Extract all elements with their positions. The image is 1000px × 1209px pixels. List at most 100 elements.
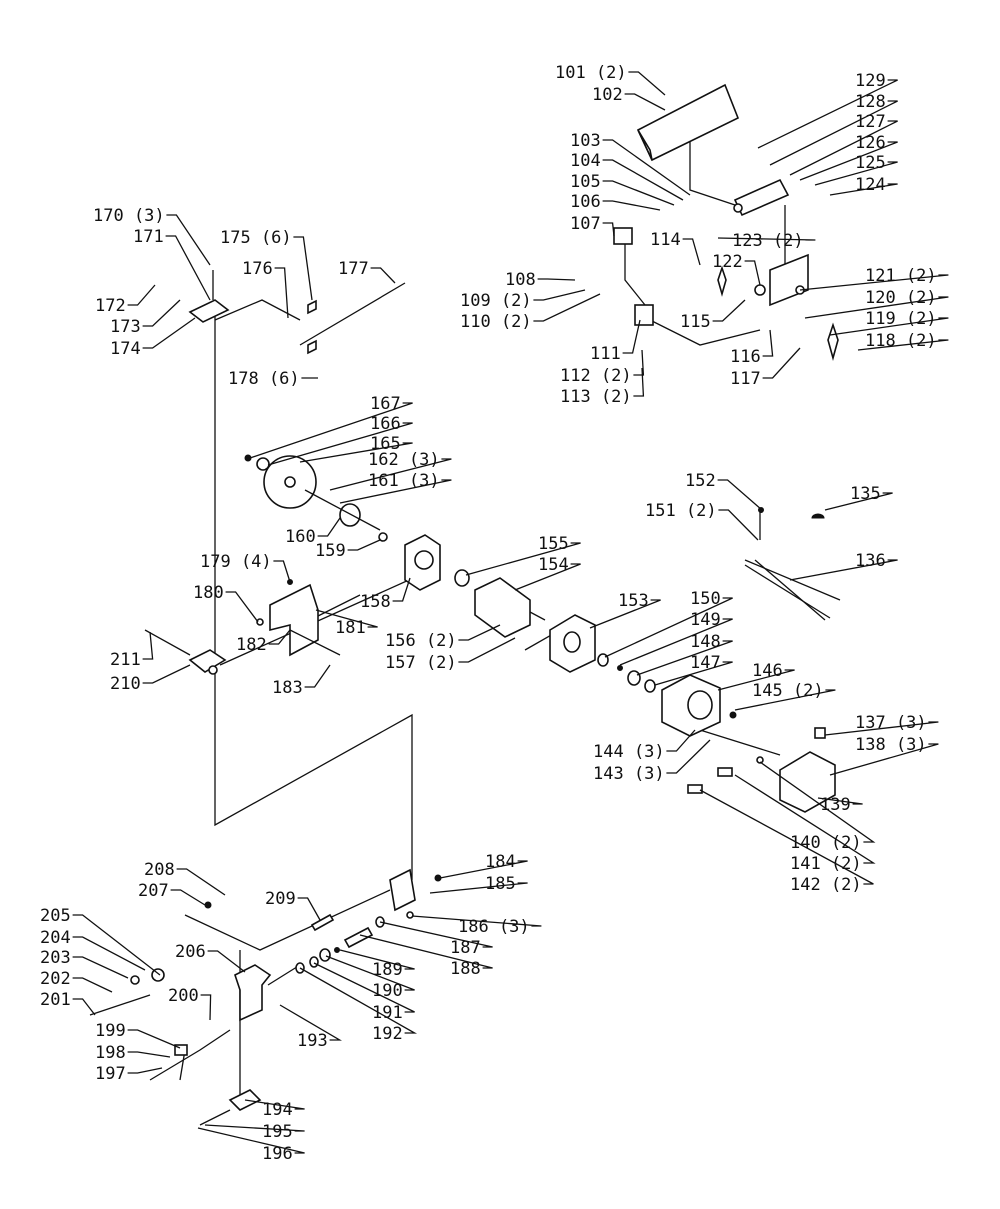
leader-line xyxy=(718,509,759,541)
part-callout: 121 (2) xyxy=(799,266,949,291)
part-label: 195 xyxy=(262,1122,293,1142)
leader-line xyxy=(666,729,696,752)
leader-line xyxy=(299,442,413,463)
leader-line xyxy=(789,559,898,581)
part-callout: 120 (2) xyxy=(804,288,949,319)
leader-line xyxy=(72,977,113,993)
part-label: 110 (2) xyxy=(460,312,532,332)
leader-line xyxy=(619,618,733,666)
part-callout: 167 xyxy=(249,394,413,459)
part-callout: 209 xyxy=(265,889,321,921)
part-callout: 139 xyxy=(817,795,863,815)
part-callout: 110 (2) xyxy=(460,293,601,332)
part-label: 197 xyxy=(95,1064,126,1084)
leader-line xyxy=(317,517,341,537)
leader-line xyxy=(744,260,761,286)
part-callout: 157 (2) xyxy=(385,637,516,673)
part-callout: 103 xyxy=(570,131,691,196)
part-label: 173 xyxy=(110,317,141,337)
leader-line xyxy=(176,868,226,896)
part-label: 170 (3) xyxy=(93,206,165,226)
part-callout: 136 xyxy=(789,551,898,581)
part-callout: 176 xyxy=(242,259,289,319)
part-callout: 193 xyxy=(279,1004,342,1051)
part-label: 135 xyxy=(850,484,881,504)
leader-line xyxy=(602,200,661,211)
part-label: 140 (2) xyxy=(790,833,862,853)
leader-line xyxy=(127,1067,163,1074)
leader-line xyxy=(339,949,415,970)
leader-line xyxy=(347,539,381,551)
part-callout: 211 xyxy=(110,631,154,670)
leader-line xyxy=(392,577,411,602)
part-callout: 138 (3) xyxy=(829,735,939,776)
washers-189-192 xyxy=(295,916,385,974)
leader-line xyxy=(636,640,733,676)
arbor-flange-160 xyxy=(304,489,388,542)
part-callout: 185 xyxy=(429,874,528,894)
part-label: 141 (2) xyxy=(790,854,862,874)
part-label: 190 xyxy=(372,981,403,1001)
leader-line xyxy=(127,284,156,306)
part-label: 156 (2) xyxy=(385,631,457,651)
leader-line xyxy=(789,120,898,176)
part-callout: 171 xyxy=(133,227,211,301)
leader-line xyxy=(274,267,289,319)
part-callout: 158 xyxy=(360,577,411,612)
part-label: 152 xyxy=(685,471,716,491)
part-callout: 111 xyxy=(590,319,641,364)
part-label: 139 xyxy=(820,795,851,815)
part-label: 180 xyxy=(193,583,224,603)
part-callout: 202 xyxy=(40,969,113,993)
part-callout: 181 xyxy=(315,609,378,638)
part-label: 112 (2) xyxy=(560,366,632,386)
power-cord-136 xyxy=(744,507,841,621)
part-label: 111 xyxy=(590,344,621,364)
part-callout: 166 xyxy=(267,414,413,466)
part-callout: 108 xyxy=(505,270,576,290)
leader-line xyxy=(633,367,645,397)
leader-line xyxy=(717,237,816,241)
leader-line xyxy=(682,238,701,266)
part-callout: 112 (2) xyxy=(560,349,645,386)
part-callout: 153 xyxy=(589,591,661,629)
blade-guard-102 xyxy=(636,83,740,162)
part-callout: 104 xyxy=(570,151,684,201)
part-label: 176 xyxy=(242,259,273,279)
bracket-111 xyxy=(634,304,654,326)
part-callout: 198 xyxy=(95,1043,171,1063)
part-callout: 114 xyxy=(650,230,701,266)
part-label: 192 xyxy=(372,1024,403,1044)
leader-line xyxy=(142,631,154,660)
part-callout: 206 xyxy=(175,942,246,973)
part-callout: 173 xyxy=(110,299,181,337)
part-callout: 201 xyxy=(40,990,96,1016)
part-callout: 182 xyxy=(236,629,291,655)
part-callout: 189 xyxy=(339,949,415,980)
part-callout: 191 xyxy=(313,962,415,1023)
leader-line xyxy=(293,236,313,301)
part-callout: 178 (6) xyxy=(228,369,318,389)
part-label: 154 xyxy=(538,555,569,575)
part-callout: 177 xyxy=(338,259,396,284)
part-label: 105 xyxy=(570,172,601,192)
part-callout: 187 xyxy=(379,921,493,958)
miter-fence-174 xyxy=(188,270,406,355)
part-callout: 203 xyxy=(40,948,129,979)
part-label: 198 xyxy=(95,1043,126,1063)
part-callout: 165 xyxy=(299,434,413,463)
part-callout: 115 xyxy=(680,299,746,332)
part-label: 114 xyxy=(650,230,681,250)
part-label: 206 xyxy=(175,942,206,962)
part-label: 209 xyxy=(265,889,296,909)
part-label: 188 xyxy=(450,959,481,979)
part-callout: 119 (2) xyxy=(829,309,949,336)
part-callout: 135 xyxy=(824,484,893,511)
leader-line xyxy=(734,689,836,711)
splitter-plate-120 xyxy=(717,253,839,361)
part-label: 172 xyxy=(95,296,126,316)
part-callout: 113 (2) xyxy=(560,367,645,407)
part-callout: 150 xyxy=(604,589,733,658)
part-label: 178 (6) xyxy=(228,369,300,389)
adjust-bolt-209 xyxy=(310,913,374,949)
